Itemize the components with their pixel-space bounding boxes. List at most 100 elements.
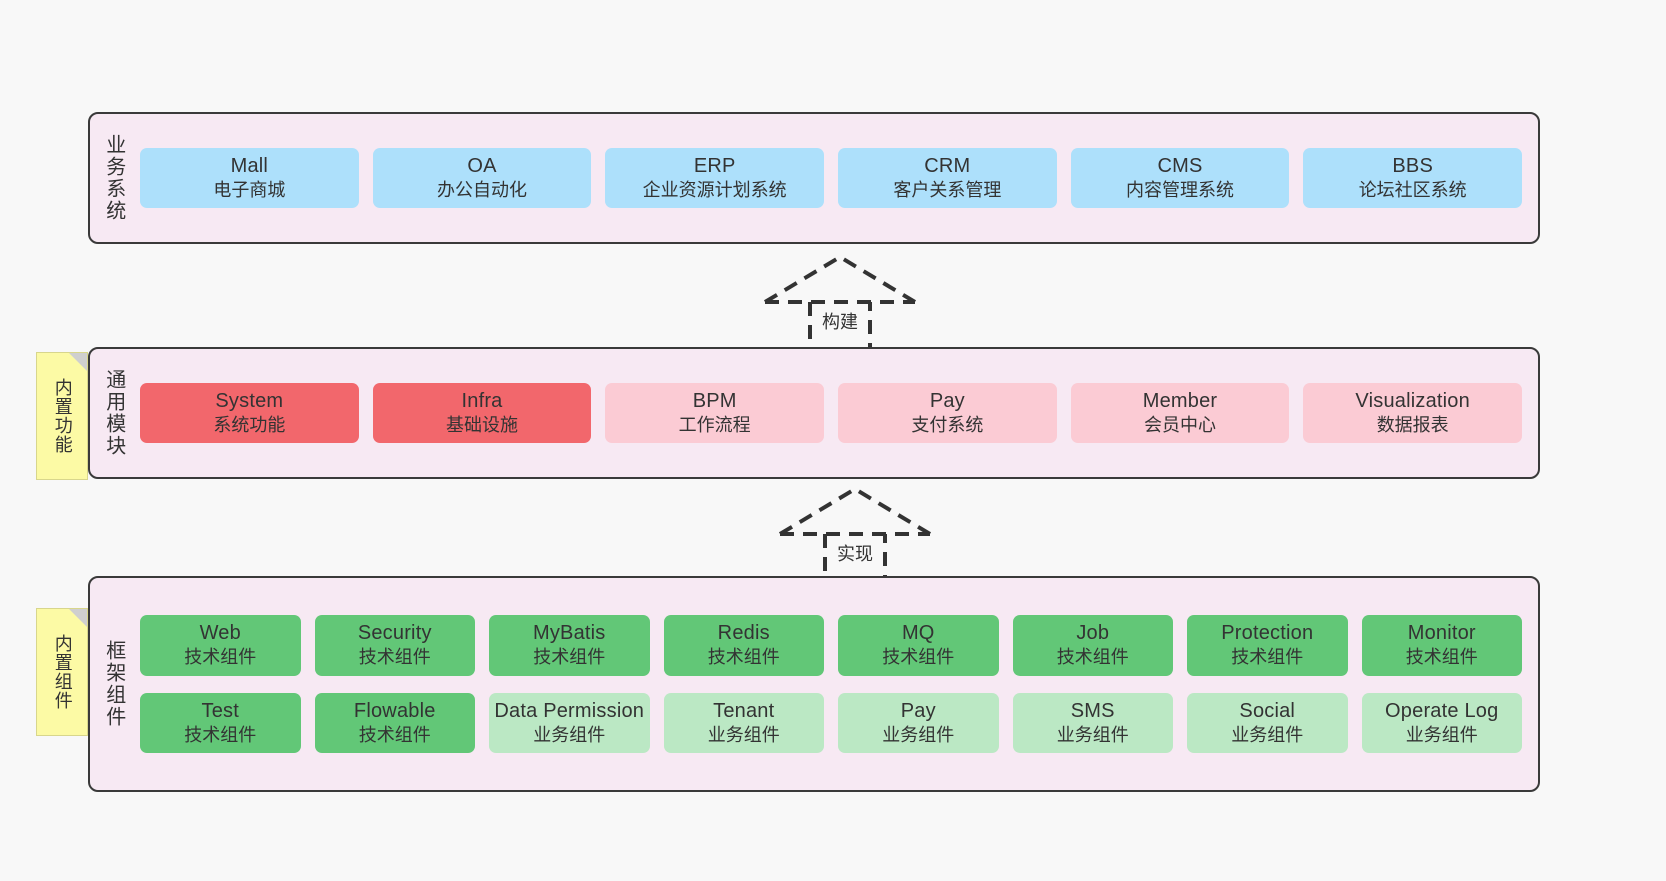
node-pay-business[interactable]: Pay 业务组件 [838,692,999,754]
node-name: Web [199,621,241,644]
node-test[interactable]: Test 技术组件 [140,692,301,754]
layer-body-framework-components: Web 技术组件 Security 技术组件 MyBatis 技术组件 Redi… [136,578,1538,790]
node-name: Tenant [713,699,775,722]
node-mall[interactable]: Mall 电子商城 [140,147,359,209]
node-subtitle: 技术组件 [184,647,257,668]
node-subtitle: 技术组件 [1405,647,1478,668]
node-subtitle: 技术组件 [1231,647,1304,668]
dashed-generalization-arrow-icon [778,486,932,591]
node-subtitle: 业务组件 [1056,725,1129,746]
node-visualization[interactable]: Visualization 数据报表 [1303,382,1523,444]
node-row: System 系统功能 Infra 基础设施 BPM 工作流程 Pay 支付系统… [140,382,1523,444]
node-subtitle: 技术组件 [358,647,431,668]
node-name: ERP [693,154,736,177]
node-crm[interactable]: CRM 客户关系管理 [838,147,1057,209]
node-subtitle: 业务组件 [707,725,780,746]
node-name: MyBatis [532,621,606,644]
node-name: Redis [717,621,770,644]
node-operate-log[interactable]: Operate Log 业务组件 [1361,692,1522,754]
node-data-permission[interactable]: Data Permission 业务组件 [489,692,650,754]
node-subtitle: 业务组件 [1405,725,1478,746]
node-tenant[interactable]: Tenant 业务组件 [663,692,824,754]
node-name: Data Permission [494,699,645,722]
node-name: Job [1076,621,1110,644]
node-sms[interactable]: SMS 业务组件 [1012,692,1173,754]
node-name: Pay [929,389,965,412]
node-bpm[interactable]: BPM 工作流程 [605,382,825,444]
node-infra[interactable]: Infra 基础设施 [372,382,592,444]
node-oa[interactable]: OA 办公自动化 [372,147,592,209]
layer-framework-components: 框架组件 Web 技术组件 Security 技术组件 MyBatis 技术组件… [88,576,1540,792]
node-subtitle: 系统功能 [213,415,286,436]
node-name: Mall [230,154,269,177]
layer-business-system: 业务系统 Mall 电子商城 OA 办公自动化 ERP 企业资源计划系统 CRM… [88,112,1540,244]
dashed-generalization-arrow-icon [763,254,917,359]
layer-title-framework-components: 框架组件 [102,640,125,728]
node-mq[interactable]: MQ 技术组件 [838,614,999,676]
node-subtitle: 业务组件 [533,725,606,746]
node-name: Operate Log [1385,699,1499,722]
node-subtitle: 业务组件 [1231,725,1304,746]
node-subtitle: 论坛社区系统 [1358,180,1467,201]
node-subtitle: 工作流程 [678,415,751,436]
node-row: Test 技术组件 Flowable 技术组件 Data Permission … [140,692,1522,754]
node-web[interactable]: Web 技术组件 [140,614,301,676]
node-subtitle: 技术组件 [358,725,431,746]
node-subtitle: 企业资源计划系统 [642,180,787,201]
node-name: Flowable [353,699,436,722]
node-name: Infra [461,389,503,412]
layer-title-common-modules: 通用模块 [102,369,125,457]
node-name: Visualization [1355,389,1470,412]
connector-label-implement: 实现 [837,544,873,564]
node-flowable[interactable]: Flowable 技术组件 [314,692,475,754]
node-name: Pay [900,699,936,722]
node-name: Social [1239,699,1296,722]
node-subtitle: 数据报表 [1376,415,1449,436]
node-job[interactable]: Job 技术组件 [1012,614,1173,676]
node-subtitle: 内容管理系统 [1126,180,1235,201]
node-cms[interactable]: CMS 内容管理系统 [1070,147,1290,209]
node-row: Mall 电子商城 OA 办公自动化 ERP 企业资源计划系统 CRM 客户关系… [140,147,1523,209]
node-name: Protection [1221,621,1314,644]
layer-body-business-system: Mall 电子商城 OA 办公自动化 ERP 企业资源计划系统 CRM 客户关系… [136,114,1538,242]
node-subtitle: 技术组件 [707,647,780,668]
node-name: OA [467,154,497,177]
note-label: 内置组件 [52,634,73,710]
node-security[interactable]: Security 技术组件 [314,614,475,676]
node-row: Web 技术组件 Security 技术组件 MyBatis 技术组件 Redi… [140,614,1522,676]
note-builtin-component: 内置组件 [36,608,88,736]
node-erp[interactable]: ERP 企业资源计划系统 [605,147,825,209]
layer-common-modules: 通用模块 System 系统功能 Infra 基础设施 BPM 工作流程 Pay… [88,347,1540,479]
node-name: System [215,389,284,412]
node-subtitle: 技术组件 [882,647,955,668]
node-system[interactable]: System 系统功能 [140,382,359,444]
layer-body-common-modules: System 系统功能 Infra 基础设施 BPM 工作流程 Pay 支付系统… [136,349,1538,477]
node-subtitle: 业务组件 [882,725,955,746]
node-redis[interactable]: Redis 技术组件 [663,614,824,676]
node-subtitle: 电子商城 [213,180,286,201]
node-name: Security [357,621,432,644]
node-bbs[interactable]: BBS 论坛社区系统 [1303,147,1523,209]
connector-implement: 实现 [760,484,950,594]
connector-build: 构建 [745,252,935,362]
node-name: Test [201,699,239,722]
node-name: Monitor [1407,621,1476,644]
node-name: CRM [924,154,971,177]
node-protection[interactable]: Protection 技术组件 [1187,614,1348,676]
node-name: BBS [1392,154,1433,177]
node-social[interactable]: Social 业务组件 [1187,692,1348,754]
node-name: SMS [1070,699,1115,722]
node-mybatis[interactable]: MyBatis 技术组件 [489,614,650,676]
node-subtitle: 办公自动化 [437,180,527,201]
node-monitor[interactable]: Monitor 技术组件 [1361,614,1522,676]
node-subtitle: 技术组件 [184,725,257,746]
node-subtitle: 客户关系管理 [893,180,1002,201]
node-name: MQ [901,621,935,644]
node-member[interactable]: Member 会员中心 [1070,382,1290,444]
node-name: BPM [692,389,737,412]
node-name: Member [1142,389,1218,412]
node-pay[interactable]: Pay 支付系统 [838,382,1057,444]
node-name: CMS [1157,154,1203,177]
connector-label-build: 构建 [822,312,858,332]
